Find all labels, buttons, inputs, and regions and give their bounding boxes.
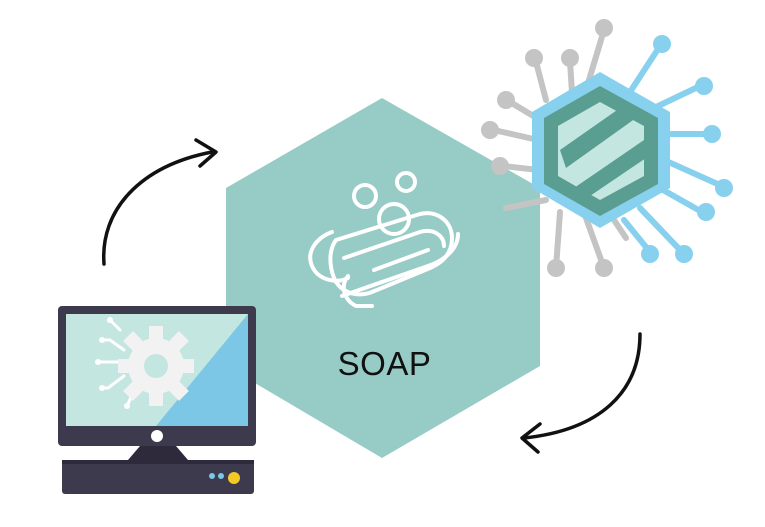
circuit-chip-icon <box>481 19 733 277</box>
soap-hexagon <box>226 98 540 458</box>
desktop-computer-icon <box>58 306 256 494</box>
arrow-computer-to-soap <box>102 138 218 266</box>
gear-icon <box>95 317 194 409</box>
arrow-chip-to-soap <box>520 332 642 454</box>
soap-bar-icon <box>308 171 460 308</box>
soap-label: SOAP <box>337 345 432 382</box>
